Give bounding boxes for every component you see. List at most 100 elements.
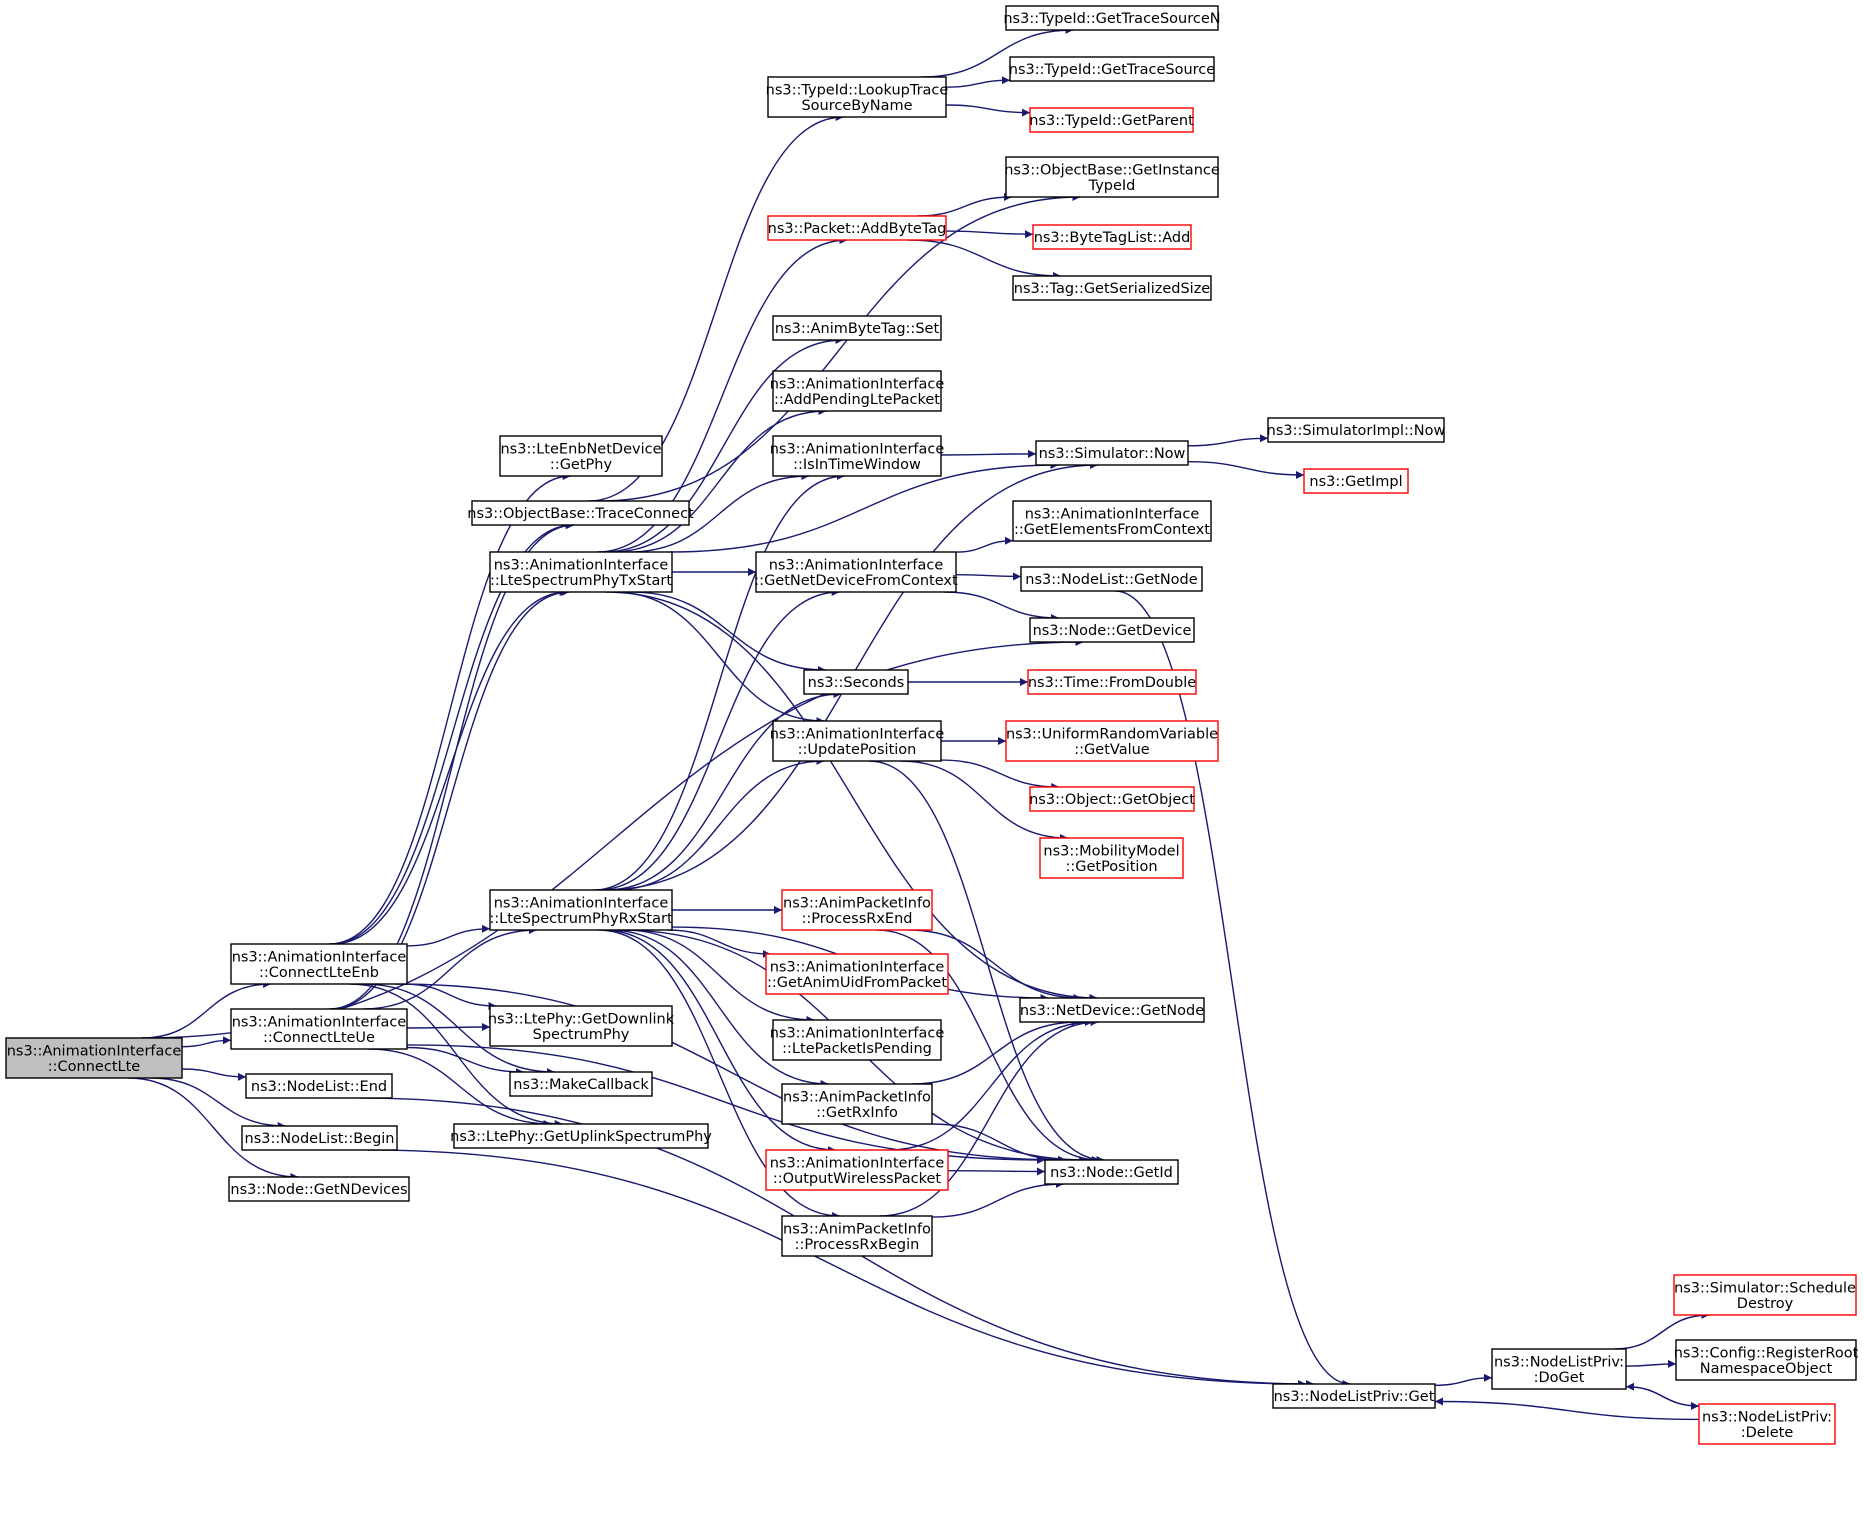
edge-connectLteUe-to-getDownlink — [406, 1023, 491, 1032]
edge-arrow — [406, 1046, 524, 1076]
node-box — [1029, 786, 1195, 812]
function-node-tagGetSerializedSize[interactable]: ns3::Tag::GetSerializedSize — [1012, 275, 1212, 301]
function-node-uniformGetValue[interactable]: ns3::UniformRandomVariable::GetValue — [1005, 720, 1219, 762]
node-label: ::GetNetDeviceFromContext — [754, 573, 958, 589]
node-label: ::LteSpectrumPhyRxStart — [489, 911, 673, 927]
edge-lteTxStart-to-simulatorNow — [670, 461, 1059, 553]
node-label: ns3::AnimationInterface — [769, 557, 944, 573]
node-box — [772, 370, 942, 412]
function-node-byteTagListAdd[interactable]: ns3::ByteTagList::Add — [1032, 224, 1192, 250]
node-box — [781, 1083, 933, 1125]
function-node-nodeListEnd[interactable]: ns3::NodeList::End — [245, 1073, 393, 1099]
node-label: ns3::AnimationInterface — [770, 441, 945, 457]
edge-lteRxStart-to-ltePacketIsPending — [623, 929, 815, 1024]
node-label: ::GetPosition — [1065, 859, 1157, 875]
function-node-getParent[interactable]: ns3::TypeId::GetParent — [1029, 107, 1194, 133]
edge-outputWireless-to-netDeviceGetNode — [888, 1018, 1093, 1151]
node-label: ::LtePacketIsPending — [782, 1041, 932, 1057]
edge-getNetDeviceFromContext-to-nodeGetDevice — [944, 591, 1060, 622]
node-label: ns3::TypeId::LookupTrace — [766, 82, 949, 98]
node-label: ns3::GetImpl — [1309, 474, 1402, 490]
function-node-outputWireless[interactable]: ns3::AnimationInterface::OutputWirelessP… — [765, 1149, 949, 1191]
function-node-getImpl[interactable]: ns3::GetImpl — [1303, 468, 1409, 494]
edge-arrow — [1187, 461, 1305, 479]
edge-arrow — [945, 104, 1031, 117]
node-label: SpectrumPhy — [533, 1027, 630, 1043]
function-node-timeFromDouble[interactable]: ns3::Time::FromDouble — [1027, 669, 1197, 695]
node-box — [765, 1149, 949, 1191]
function-node-simImplNow[interactable]: ns3::SimulatorImpl::Now — [1267, 417, 1446, 443]
function-node-nodeGetDevice[interactable]: ns3::Node::GetDevice — [1029, 617, 1195, 643]
function-node-processRxEnd[interactable]: ns3::AnimPacketInfo::ProcessRxEnd — [781, 889, 933, 931]
function-node-getTraceSource[interactable]: ns3::TypeId::GetTraceSource — [1009, 56, 1215, 82]
function-node-nodeListPrivDelete[interactable]: ns3::NodeListPriv::Delete — [1698, 1403, 1836, 1445]
node-label: Destroy — [1737, 1296, 1794, 1312]
node-layer: ns3::AnimationInterface::ConnectLtens3::… — [5, 5, 1859, 1445]
function-node-getElementsFromContext[interactable]: ns3::AnimationInterface::GetElementsFrom… — [1012, 500, 1212, 542]
edge-arrow — [944, 591, 1060, 622]
node-box — [489, 889, 673, 931]
function-node-animByteTagSet[interactable]: ns3::AnimByteTag::Set — [772, 315, 942, 341]
edge-lteTxStart-to-addByteTag — [596, 236, 848, 553]
function-node-nodeListGetNode[interactable]: ns3::NodeList::GetNode — [1020, 566, 1203, 592]
function-node-getUplink[interactable]: ns3::LtePhy::GetUplinkSpectrumPhy — [450, 1123, 712, 1149]
function-node-simulatorNow[interactable]: ns3::Simulator::Now — [1035, 440, 1189, 466]
function-node-nodeGetNDevices[interactable]: ns3::Node::GetNDevices — [228, 1176, 410, 1202]
function-node-lteEnbGetPhy[interactable]: ns3::LteEnbNetDevice::GetPhy — [499, 435, 663, 477]
function-node-nodeListBegin[interactable]: ns3::NodeList::Begin — [241, 1125, 398, 1151]
function-node-updatePosition[interactable]: ns3::AnimationInterface::UpdatePosition — [770, 720, 945, 762]
edge-connectLteEnb-to-makeCallback — [362, 983, 555, 1076]
function-node-getAnimUid[interactable]: ns3::AnimationInterface::GetAnimUidFromP… — [765, 953, 949, 995]
function-node-lteRxStart[interactable]: ns3::AnimationInterface::LteSpectrumPhyR… — [489, 889, 673, 931]
edge-nodeListGetNode-to-nodeListPrivGet — [1115, 590, 1351, 1388]
node-box — [1029, 107, 1194, 133]
node-box — [1012, 275, 1212, 301]
function-node-nodeListPrivDoGet[interactable]: ns3::NodeListPriv::DoGet — [1491, 1348, 1627, 1390]
function-node-nodeGetId[interactable]: ns3::Node::GetId — [1044, 1159, 1179, 1185]
function-node-isInTimeWindow[interactable]: ns3::AnimationInterface::IsInTimeWindow — [770, 435, 945, 477]
node-label: ns3::UniformRandomVariable — [1006, 726, 1218, 742]
function-node-addByteTag[interactable]: ns3::Packet::AddByteTag — [767, 215, 947, 241]
edge-getRxInfo-to-netDeviceGetNode — [911, 1018, 1080, 1085]
node-box — [772, 720, 942, 762]
edge-lteTxStart-to-netDeviceGetNode — [605, 591, 1098, 1002]
node-label: SourceByName — [801, 98, 912, 114]
edge-lteRxStart-to-getNetDeviceFromContext — [597, 588, 840, 891]
node-box — [1303, 468, 1409, 494]
function-node-makeCallback[interactable]: ns3::MakeCallback — [509, 1071, 653, 1097]
function-node-netDeviceGetNode[interactable]: ns3::NetDevice::GetNode — [1019, 997, 1205, 1023]
function-node-lteTxStart[interactable]: ns3::AnimationInterface::LteSpectrumPhyT… — [489, 551, 673, 593]
edge-addByteTag-to-tagGetSerializedSize — [907, 239, 1062, 280]
node-box — [1491, 1348, 1627, 1390]
function-node-traceConnect[interactable]: ns3::ObjectBase::TraceConnect — [467, 500, 694, 526]
function-node-connectLteEnb[interactable]: ns3::AnimationInterface::ConnectLteEnb — [230, 943, 408, 985]
function-node-nodeListPrivGet[interactable]: ns3::NodeListPriv::Get — [1272, 1383, 1436, 1409]
node-label: ns3::AnimPacketInfo — [783, 1221, 931, 1237]
edge-processRxBegin-to-nodeGetId — [931, 1180, 1064, 1218]
function-node-objectGetObject[interactable]: ns3::Object::GetObject — [1029, 786, 1195, 812]
function-node-seconds[interactable]: ns3::Seconds — [803, 669, 909, 695]
function-node-connectLteUe[interactable]: ns3::AnimationInterface::ConnectLteUe — [230, 1008, 408, 1050]
edge-nodeListPrivDelete-to-nodeListPrivGet — [1434, 1397, 1700, 1421]
function-node-getTraceSourceN[interactable]: ns3::TypeId::GetTraceSourceN — [1003, 5, 1221, 31]
function-node-getRxInfo[interactable]: ns3::AnimPacketInfo::GetRxInfo — [781, 1083, 933, 1125]
function-node-processRxBegin[interactable]: ns3::AnimPacketInfo::ProcessRxBegin — [781, 1215, 933, 1257]
function-node-ltePacketIsPending[interactable]: ns3::AnimationInterface::LtePacketIsPend… — [770, 1019, 945, 1061]
function-node-mobilityGetPosition[interactable]: ns3::MobilityModel::GetPosition — [1039, 837, 1184, 879]
node-box — [245, 1073, 393, 1099]
node-label: ns3::Seconds — [808, 675, 905, 691]
edge-arrow — [868, 760, 1105, 1164]
edge-arrow — [947, 1167, 1046, 1176]
edge-arrow — [1115, 590, 1351, 1388]
node-label: ns3::TypeId::GetTraceSourceN — [1003, 11, 1220, 27]
node-box — [1019, 997, 1205, 1023]
node-label: ::UpdatePosition — [798, 742, 917, 758]
function-node-getNetDeviceFromContext[interactable]: ns3::AnimationInterface::GetNetDeviceFro… — [754, 551, 958, 593]
function-node-addPendingLte[interactable]: ns3::AnimationInterface::AddPendingLtePa… — [770, 370, 945, 412]
root-function-node[interactable]: ns3::AnimationInterface::ConnectLte — [5, 1037, 183, 1079]
